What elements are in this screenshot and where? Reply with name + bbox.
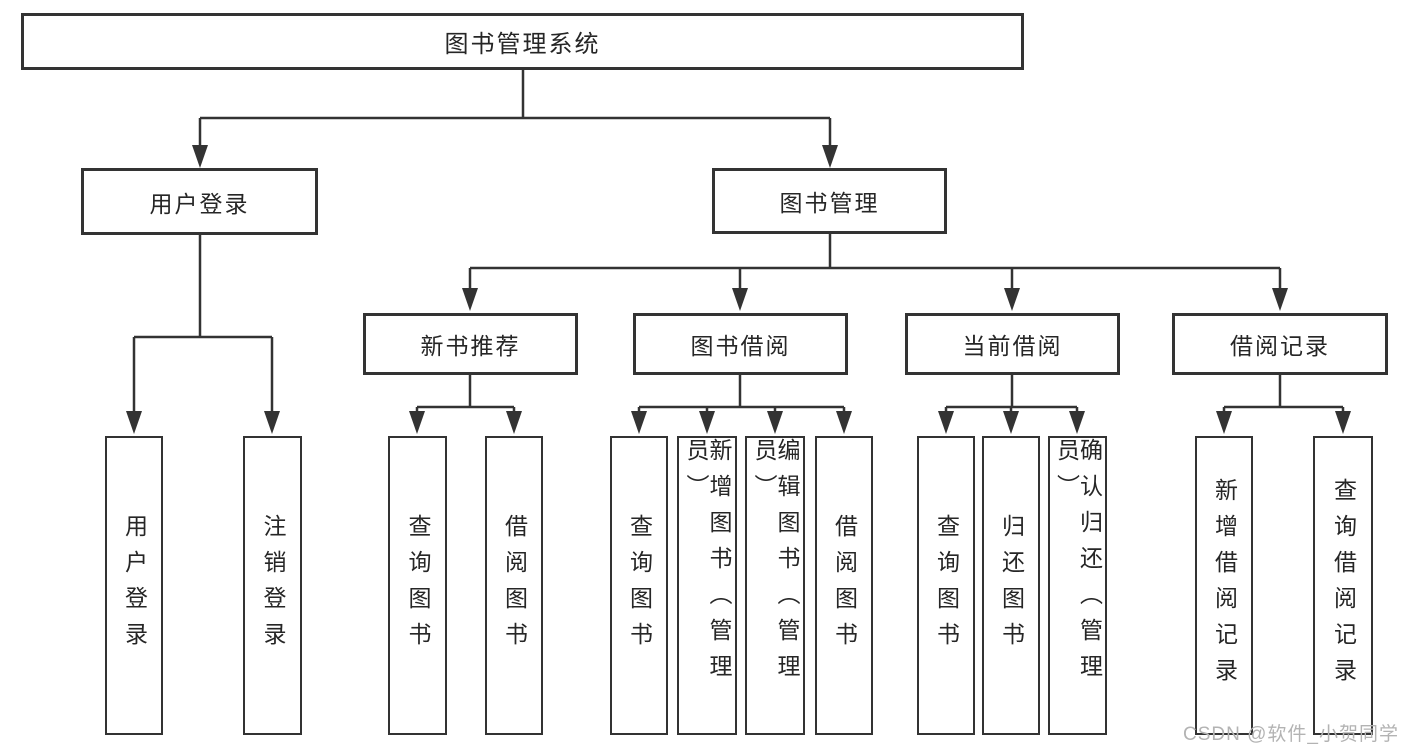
leaf-add-books-admin: 新增图书（管理员） [677,436,737,735]
node-book-management-label: 图书管理 [779,190,880,216]
node-root-label: 图书管理系统 [444,31,601,58]
csdn-watermark: CSDN @软件_小贺同学 [1183,724,1399,745]
arrowhead [264,411,280,434]
leaf-confirm-return-admin: 确认归还（管理员） [1048,436,1107,735]
arrowhead [1004,288,1020,311]
arrowhead [1335,411,1351,434]
leaf-query-borrow-record: 查询借阅记录 [1313,436,1373,735]
node-current-borrowing: 当前借阅 [905,313,1120,375]
leaf-query-borrow-record-label: 查询借阅记录 [1330,477,1357,694]
leaf-return-books-label: 归还图书 [998,513,1025,658]
connector-new-book-recommend [409,375,522,434]
node-new-book-recommend: 新书推荐 [363,313,578,375]
arrowhead [732,288,748,311]
connector-book-management [462,232,1288,311]
leaf-query-books-recommend: 查询图书 [388,436,447,735]
node-current-borrowing-label: 当前借阅 [962,333,1063,359]
connector-root [192,70,838,168]
node-book-borrowing-label: 图书借阅 [690,333,791,359]
leaf-query-books-borrowing: 查询图书 [610,436,668,735]
leaf-user-login-label: 用户登录 [121,513,148,658]
arrowhead [192,145,208,168]
node-user-login-label: 用户登录 [149,190,250,217]
node-new-book-recommend-label: 新书推荐 [420,333,521,359]
arrowhead [409,411,425,434]
connector-user-login [126,235,280,434]
leaf-confirm-return-admin-label: 确认归还（管理员） [1053,438,1103,690]
leaf-borrow-books-recommend: 借阅图书 [485,436,543,735]
connector-borrowing-records [1216,375,1351,434]
leaf-query-books-recommend-label: 查询图书 [405,513,431,658]
arrowhead [699,411,715,434]
leaf-add-books-admin-label: 新增图书（管理员） [683,438,732,690]
arrowhead [631,411,647,434]
node-book-borrowing: 图书借阅 [633,313,848,375]
arrowhead [1003,411,1019,434]
leaf-return-books: 归还图书 [982,436,1040,735]
leaf-query-books-borrowing-label: 查询图书 [626,513,653,658]
leaf-borrow-books-recommend-label: 借阅图书 [501,513,528,658]
arrowhead [462,288,478,311]
node-book-management: 图书管理 [712,168,947,234]
arrowhead [767,411,783,434]
leaf-borrow-books-borrowing-label: 借阅图书 [831,513,858,658]
leaf-query-books-current: 查询图书 [917,436,975,735]
arrowhead [1272,288,1288,311]
arrowhead [1216,411,1232,434]
leaf-add-borrow-record-label: 新增借阅记录 [1211,477,1238,694]
connector-book-borrowing [631,375,852,434]
arrowhead [506,411,522,434]
node-root: 图书管理系统 [21,13,1024,70]
leaf-edit-books-admin-label: 编辑图书（管理员） [751,438,800,690]
arrowhead [938,411,954,434]
arrowhead [836,411,852,434]
arrowhead [822,145,838,168]
leaf-add-borrow-record: 新增借阅记录 [1195,436,1253,735]
leaf-logout: 注销登录 [243,436,302,735]
arrowhead [126,411,142,434]
leaf-edit-books-admin: 编辑图书（管理员） [745,436,805,735]
node-borrowing-records: 借阅记录 [1172,313,1388,375]
node-user-login: 用户登录 [81,168,318,235]
leaf-borrow-books-borrowing: 借阅图书 [815,436,873,735]
connector-current-borrowing [938,375,1085,434]
arrowhead [1069,411,1085,434]
leaf-user-login: 用户登录 [105,436,163,735]
leaf-query-books-current-label: 查询图书 [933,513,960,658]
node-borrowing-records-label: 借阅记录 [1230,333,1330,359]
leaf-logout-label: 注销登录 [260,513,286,658]
